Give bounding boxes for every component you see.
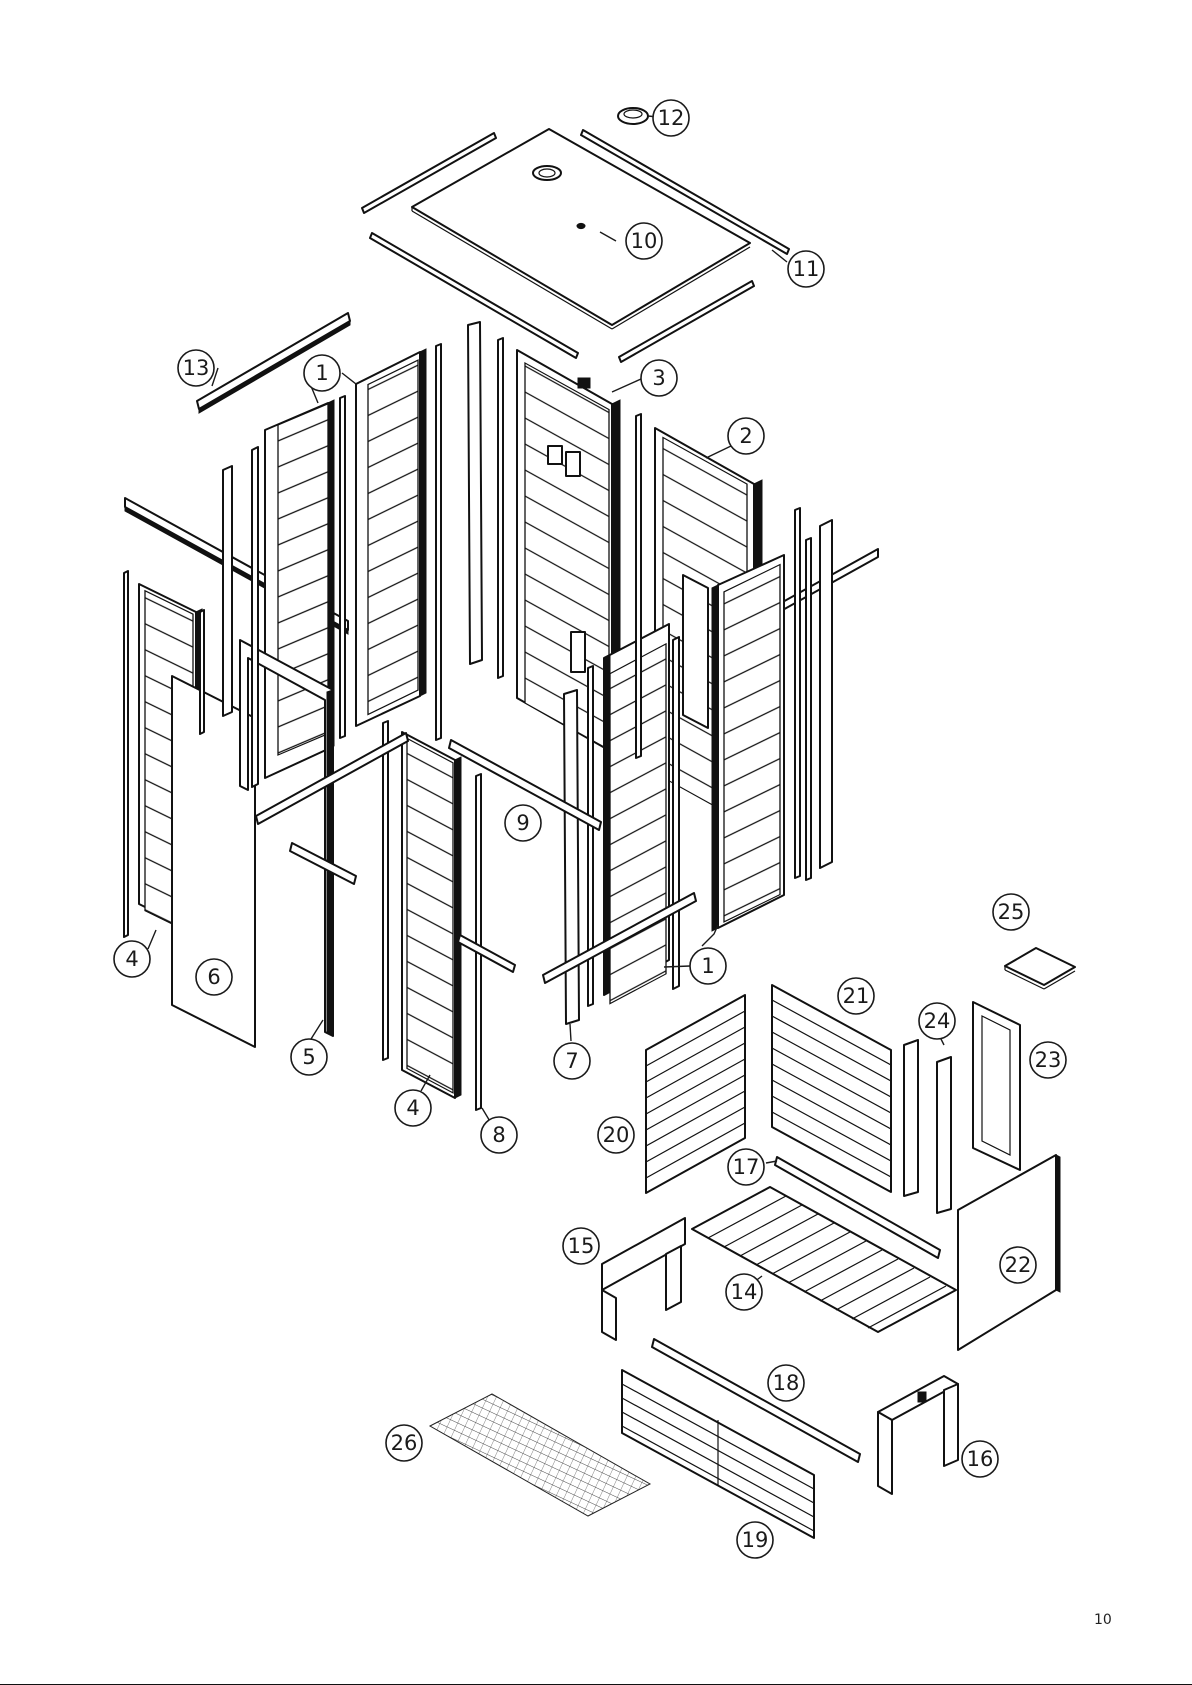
callout-16: 16	[962, 1441, 998, 1477]
callout-9: 9	[505, 805, 541, 841]
callout-8: 8	[481, 1117, 517, 1153]
svg-text:6: 6	[207, 965, 220, 989]
callout-1a: 1	[304, 355, 340, 391]
floor-grate-26	[430, 1394, 650, 1516]
callout-20: 20	[598, 1117, 634, 1153]
svg-text:9: 9	[516, 811, 529, 835]
callout-4b: 4	[395, 1090, 431, 1126]
roof-vent-cap	[618, 108, 648, 124]
svg-text:11: 11	[793, 257, 820, 281]
page-number: 10	[1094, 1612, 1112, 1628]
callout-2: 2	[728, 418, 764, 454]
bench-leg-16	[878, 1376, 958, 1494]
bench-seat-14	[692, 1187, 956, 1332]
svg-text:19: 19	[742, 1528, 769, 1552]
callout-1b: 1	[690, 948, 726, 984]
light-cover-25	[1005, 948, 1075, 989]
svg-text:1: 1	[701, 954, 714, 978]
svg-text:5: 5	[302, 1045, 315, 1069]
svg-text:17: 17	[733, 1155, 760, 1179]
front-wall-panel-center	[402, 732, 461, 1098]
callout-26: 26	[386, 1425, 422, 1461]
svg-text:20: 20	[603, 1123, 630, 1147]
callout-13: 13	[178, 350, 214, 386]
svg-text:1: 1	[315, 361, 328, 385]
callout-23: 23	[1030, 1042, 1066, 1078]
svg-text:16: 16	[967, 1447, 994, 1471]
callout-25: 25	[993, 894, 1029, 930]
bench-back-panel-21	[772, 985, 891, 1192]
callout-15: 15	[563, 1228, 599, 1264]
svg-text:21: 21	[843, 984, 870, 1008]
svg-text:22: 22	[1005, 1253, 1032, 1277]
callout-24: 24	[919, 1003, 955, 1039]
callout-12: 12	[653, 100, 689, 136]
callout-4a: 4	[114, 941, 150, 977]
svg-text:4: 4	[125, 947, 138, 971]
bench-leg-15	[602, 1218, 685, 1340]
callout-14: 14	[726, 1274, 762, 1310]
svg-text:15: 15	[568, 1234, 595, 1258]
svg-text:24: 24	[924, 1009, 951, 1033]
svg-text:18: 18	[773, 1371, 800, 1395]
callout-7: 7	[554, 1043, 590, 1079]
callout-22: 22	[1000, 1247, 1036, 1283]
svg-text:12: 12	[658, 106, 685, 130]
callout-3: 3	[641, 360, 677, 396]
svg-text:7: 7	[565, 1049, 578, 1073]
callout-19: 19	[737, 1522, 773, 1558]
svg-text:26: 26	[391, 1431, 418, 1455]
svg-text:4: 4	[406, 1096, 419, 1120]
callout-21: 21	[838, 978, 874, 1014]
svg-text:10: 10	[631, 229, 658, 253]
callout-18: 18	[768, 1365, 804, 1401]
svg-text:25: 25	[998, 900, 1025, 924]
svg-text:23: 23	[1035, 1048, 1062, 1072]
svg-text:8: 8	[492, 1123, 505, 1147]
callout-5: 5	[291, 1039, 327, 1075]
svg-text:13: 13	[183, 356, 210, 380]
back-wall-panel-left	[265, 400, 334, 778]
back-wall-panel-right	[356, 349, 426, 726]
heater-guard-23	[973, 1002, 1020, 1170]
callout-17: 17	[728, 1149, 764, 1185]
callout-6: 6	[196, 959, 232, 995]
svg-text:3: 3	[652, 366, 665, 390]
svg-text:14: 14	[731, 1280, 758, 1304]
callout-11: 11	[788, 251, 824, 287]
backrest-strips-24	[904, 1040, 951, 1213]
svg-text:2: 2	[739, 424, 752, 448]
roof-panel	[412, 129, 750, 329]
callout-10: 10	[626, 223, 662, 259]
